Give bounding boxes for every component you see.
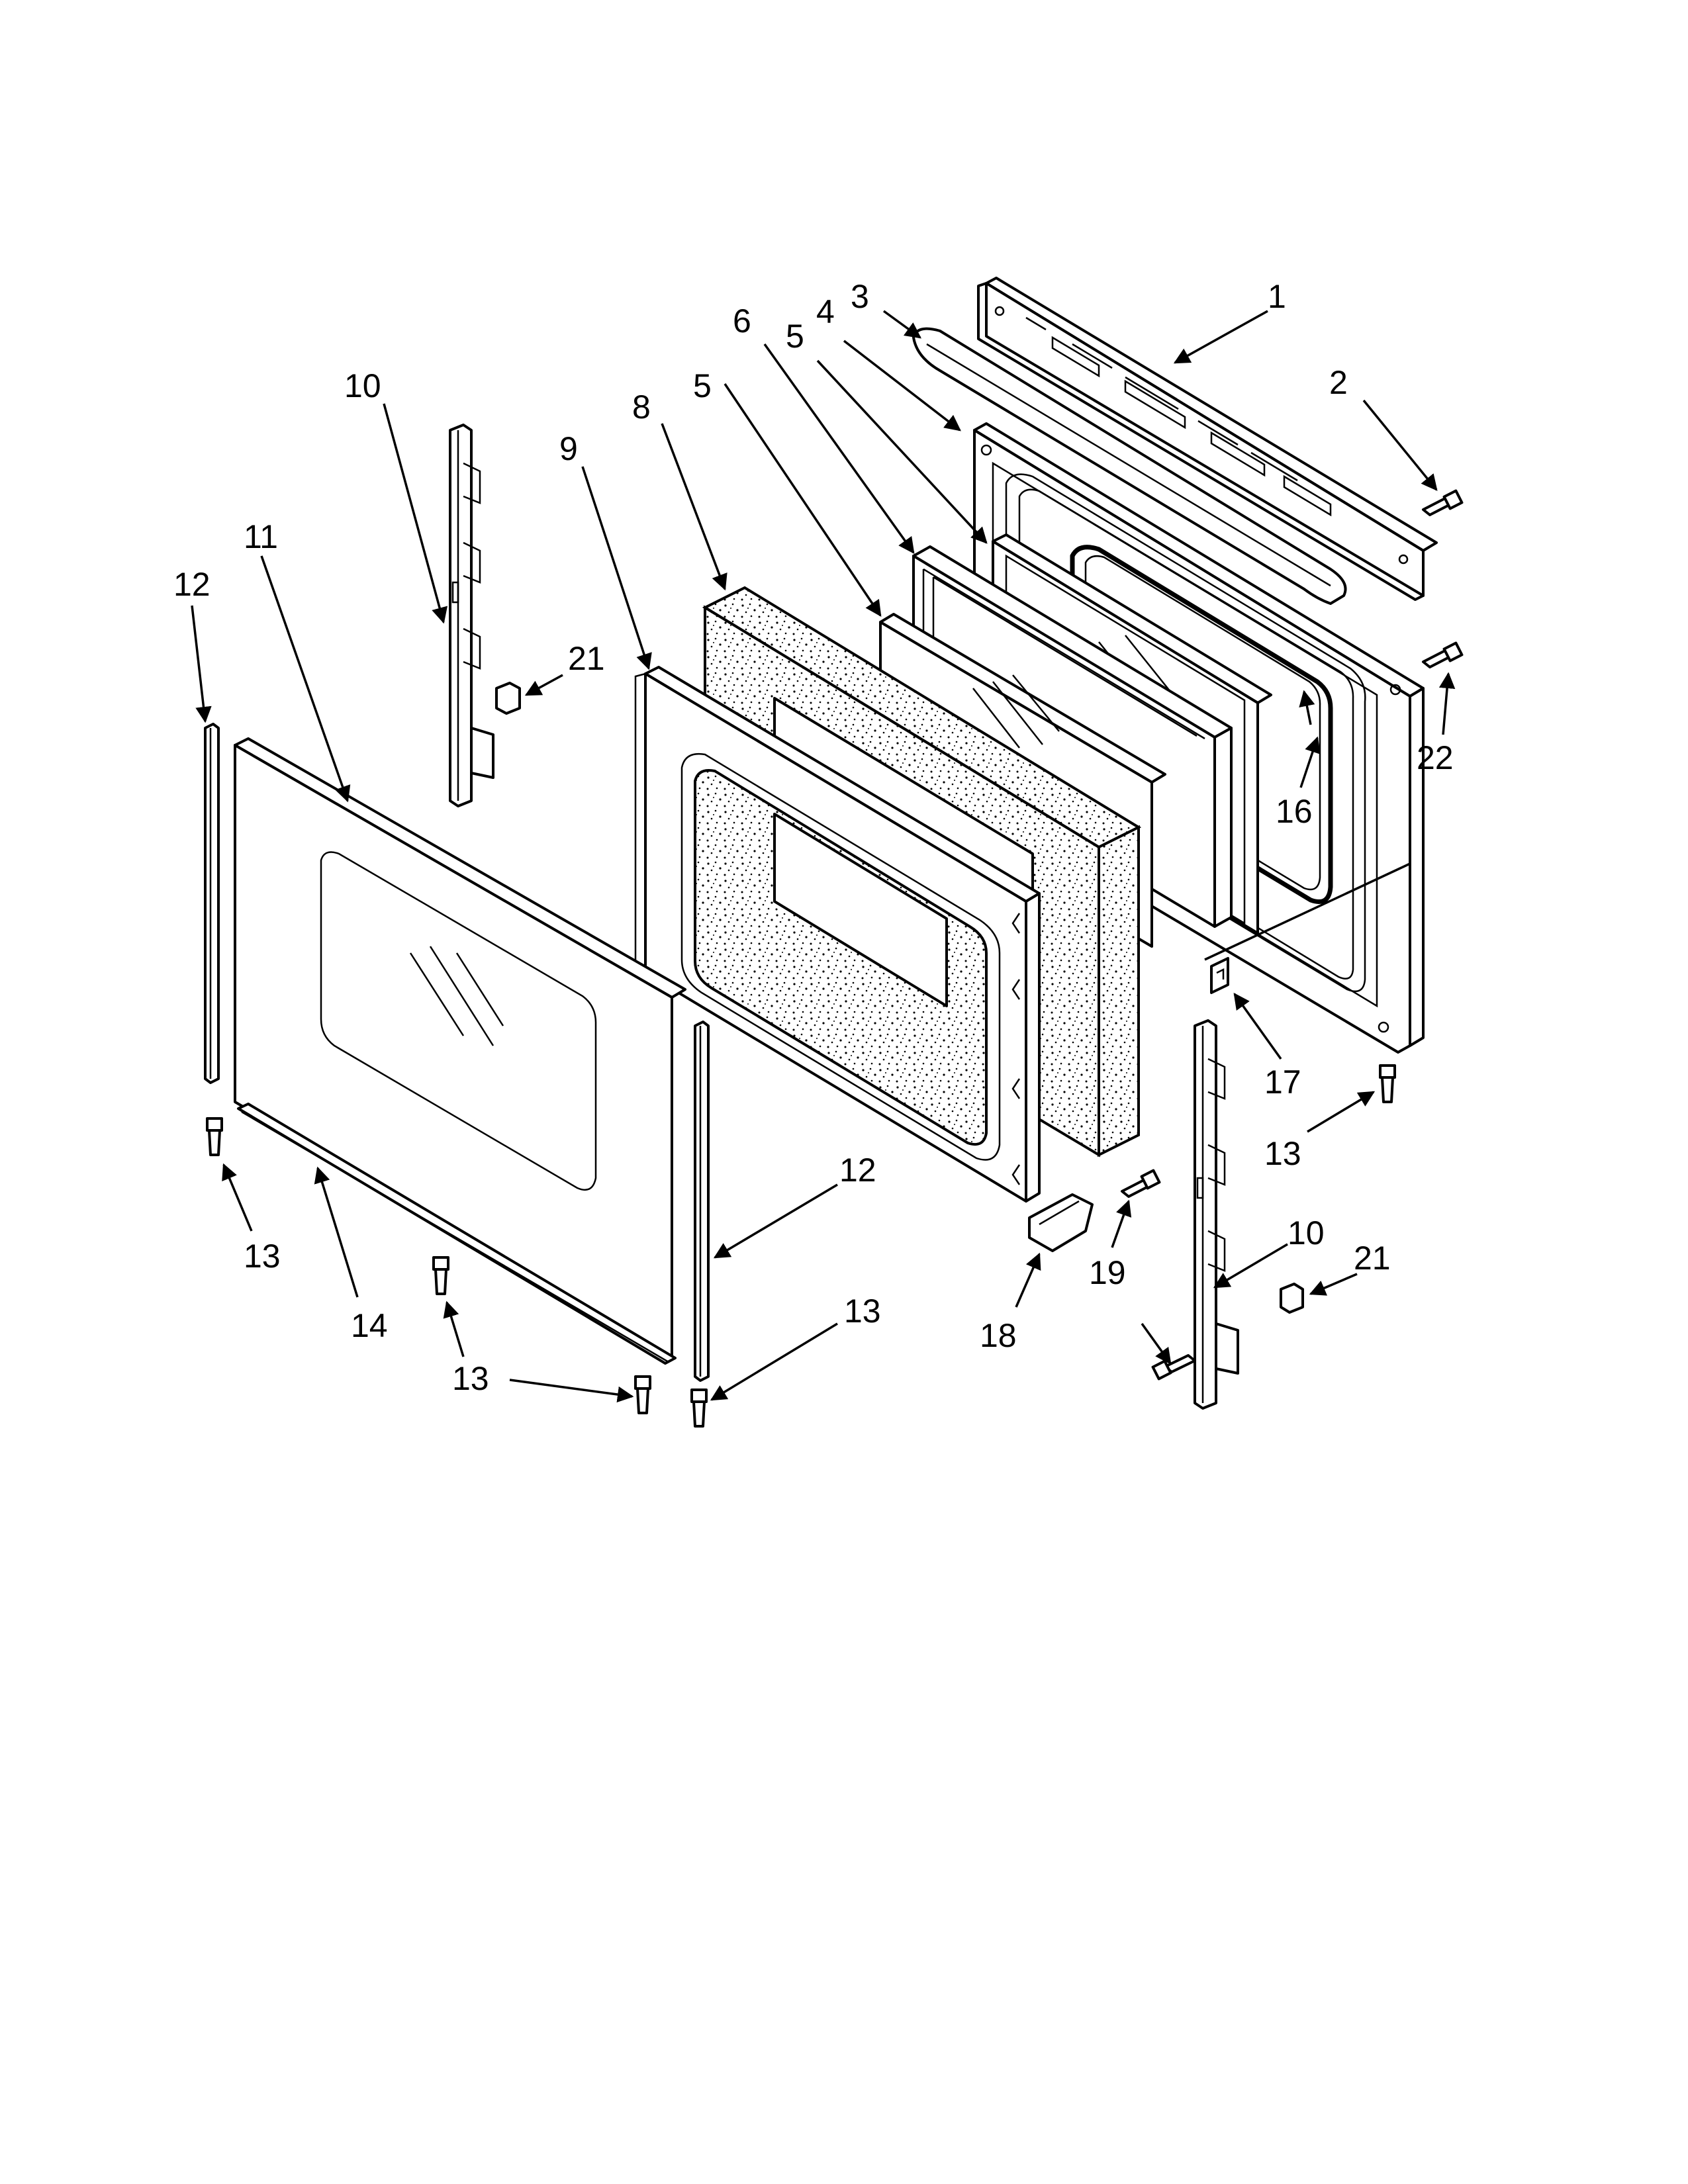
callout-3: 3 (851, 278, 869, 315)
part-21-clip-lower (1280, 1283, 1304, 1314)
leader-lines (191, 310, 1456, 1403)
callout-10-lower: 10 (1288, 1214, 1325, 1251)
callout-5-rear: 5 (786, 318, 804, 355)
part-10-hinge-left (449, 424, 494, 807)
callout-19: 19 (1089, 1254, 1126, 1291)
part-14-bottom-trim (237, 1103, 677, 1365)
screw-13-bottom (634, 1375, 651, 1414)
callout-13-left: 13 (244, 1238, 281, 1275)
callout-13-right: 13 (1264, 1135, 1301, 1172)
part-18-bracket (1028, 1193, 1094, 1252)
callout-8: 8 (632, 388, 651, 426)
callout-2: 2 (1329, 364, 1348, 401)
part-21-clip-upper (495, 682, 521, 715)
screw-19-lower (1151, 1354, 1196, 1381)
screw-2 (1422, 489, 1464, 516)
callout-10-upper: 10 (344, 367, 381, 404)
screw-22 (1422, 641, 1464, 668)
callout-16: 16 (1276, 793, 1313, 830)
part-3-vent-deflector (912, 327, 1347, 605)
part-17-clip (1210, 957, 1229, 994)
part-1-vent-trim (977, 277, 1438, 601)
callout-4: 4 (816, 293, 835, 330)
part-12-side-trim-right (694, 1021, 710, 1382)
callout-13-bottom: 13 (452, 1360, 489, 1397)
callout-9: 9 (559, 430, 578, 467)
callout-12-right: 12 (839, 1152, 876, 1189)
part-10-hinge-right (1194, 1019, 1239, 1410)
callout-labels: 1 2 3 4 5 6 5 8 9 10 11 12 21 16 22 17 1… (173, 278, 1454, 1397)
callout-12-left: 12 (173, 566, 211, 603)
screw-13-right (1379, 1064, 1396, 1103)
callout-5-front: 5 (693, 367, 712, 404)
callout-17: 17 (1264, 1064, 1301, 1101)
screw-13-trim (690, 1388, 708, 1428)
callout-14: 14 (351, 1307, 388, 1344)
screw-13-center (432, 1256, 449, 1295)
callout-6: 6 (733, 302, 751, 340)
callout-13-trim: 13 (844, 1293, 881, 1330)
callout-18: 18 (980, 1317, 1017, 1354)
part-9-door-liner (634, 666, 1041, 1203)
screw-19 (1121, 1169, 1161, 1198)
callout-21-upper: 21 (568, 640, 605, 677)
screw-13-left (206, 1117, 223, 1156)
callout-21-lower: 21 (1354, 1240, 1391, 1277)
callout-22: 22 (1417, 739, 1454, 776)
callout-11: 11 (244, 518, 278, 555)
part-11-outer-door-panel (234, 737, 686, 1358)
part-12-side-trim-left (204, 723, 220, 1084)
callout-1: 1 (1268, 278, 1286, 315)
